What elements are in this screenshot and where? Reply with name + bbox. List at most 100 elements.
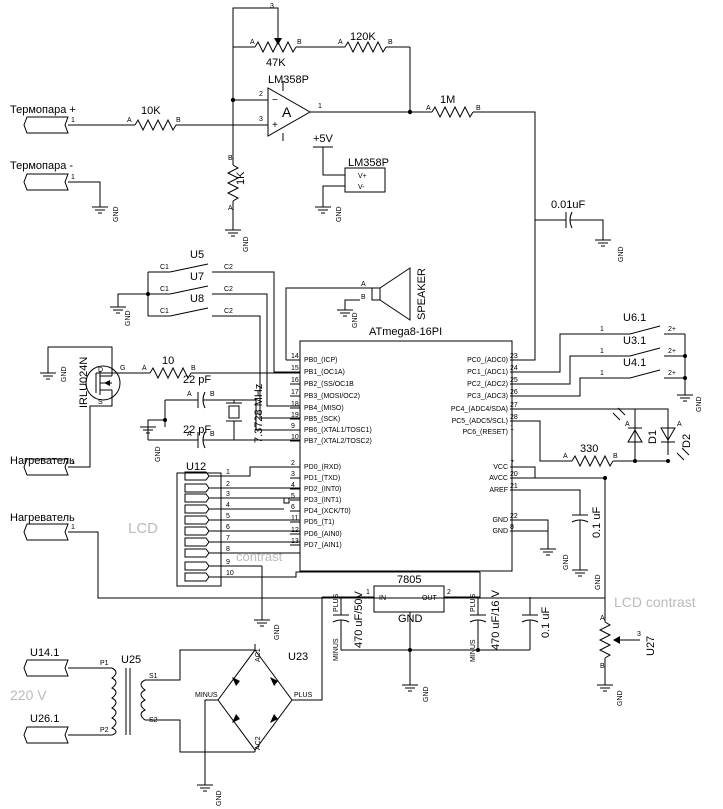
mcu-pin-name: PD0_(RXD)	[304, 464, 341, 471]
thermo-minus-label: Термопара -	[10, 160, 73, 172]
svg-text:B: B	[613, 453, 618, 460]
lcd-pin-num: 3	[226, 491, 230, 498]
svg-text:P1: P1	[100, 660, 109, 667]
lcd-contrast-watermark: LCD contrast	[614, 594, 696, 610]
svg-text:1: 1	[600, 370, 604, 377]
mcu-pin-name: PC0_(ADC0)	[467, 357, 508, 364]
heater1-connector: Нагреватель 1	[10, 455, 75, 476]
resistor-1m: A B 1M	[426, 94, 536, 361]
svg-text:IN: IN	[379, 595, 386, 602]
mcu-pin-num: 22	[510, 513, 518, 520]
svg-text:D: D	[98, 367, 103, 374]
mcu-pin-num: 7	[510, 460, 514, 467]
d2-label: D2	[681, 434, 693, 448]
lcd-pin-slot	[184, 504, 210, 514]
d1-label: D1	[647, 430, 659, 444]
lcd-pin-num: 1	[226, 469, 230, 476]
svg-text:GND: GND	[352, 312, 359, 328]
mcu-pin-num: 26	[510, 389, 518, 396]
svg-text:GND: GND	[243, 236, 250, 252]
svg-text:P2: P2	[100, 727, 109, 734]
mcu-pin-num: 6	[291, 504, 295, 511]
svg-text:A: A	[677, 421, 682, 428]
mcu-pin-name: PB2_(SS/OC1B	[304, 381, 354, 388]
svg-text:C1: C1	[160, 308, 169, 315]
crystal-label: 7.3728 MHz	[253, 384, 265, 443]
u14-label: U14.1	[30, 647, 59, 659]
mcu-pin-num: 27	[510, 402, 518, 409]
svg-text:GND: GND	[595, 574, 602, 590]
mcu-atmega8: ATmega8-16PI	[286, 326, 513, 572]
mains-watermark: 220 V	[10, 687, 47, 703]
mcu-pin-name: PD4_(XCK/T0)	[304, 508, 351, 515]
mcu-pin-num: 4	[291, 482, 295, 489]
svg-text:GND: GND	[113, 206, 120, 222]
buttons-right: U6.1 U3.1 U4.1 1 2+ 1 2+ 1 2+ GND	[510, 312, 703, 412]
mcu-pin-name: GND	[492, 528, 508, 535]
led-section: A B 330 D1 D2 A A	[510, 407, 693, 468]
lcd-pin-num: 10	[226, 570, 234, 577]
lcd-pin-num: 6	[226, 524, 230, 531]
svg-text:2: 2	[447, 589, 451, 596]
mcu-pin-name: PD7_(AIN1)	[304, 542, 342, 549]
lcd-pin-slot	[184, 515, 210, 525]
svg-text:1: 1	[366, 589, 370, 596]
mcu-pin-num: 23	[510, 353, 518, 360]
svg-text:A: A	[338, 39, 343, 46]
svg-text:B: B	[297, 39, 302, 46]
svg-text:1: 1	[600, 326, 604, 333]
svg-text:1: 1	[318, 103, 322, 110]
speaker-label: SPEAKER	[416, 268, 428, 320]
svg-text:PLUS: PLUS	[333, 593, 340, 612]
mcu-pin-num: 14	[291, 353, 299, 360]
mcu-pin-name: PC5_(ADC5/SCL)	[452, 418, 508, 425]
svg-text:C1: C1	[160, 264, 169, 271]
svg-text:A: A	[187, 431, 192, 438]
opamp-label: LM358P	[268, 74, 309, 86]
svg-text:3: 3	[637, 631, 641, 638]
svg-text:2: 2	[259, 91, 263, 98]
svg-text:GND: GND	[336, 206, 343, 222]
mcu-pin-name: PD1_(TXD)	[304, 475, 340, 482]
mcu-pin-name: PB1_(OC1A)	[304, 369, 345, 376]
r-1m-label: 1M	[440, 94, 455, 106]
svg-text:1: 1	[71, 117, 75, 124]
mcu-pin-num: 8	[510, 524, 514, 531]
mcu-pin-num: 9	[291, 423, 295, 430]
heater1-label: Нагреватель	[10, 455, 75, 467]
bridge-rectifier-u23: U23 AC1 AC2 PLUS MINUS GND	[195, 597, 323, 806]
contrast-pot-u27: LCD contrast 3 A B U27 GND	[597, 594, 696, 706]
u26-label: U26.1	[30, 713, 59, 725]
mcu-pin-num: 18	[291, 401, 299, 408]
mcu-power-wiring: 0.1 uF GND GND	[510, 466, 607, 598]
mcu-pin-name: GND	[492, 517, 508, 524]
mcu-pin-num: 3	[291, 471, 295, 478]
mcu-pin-num: 16	[291, 377, 299, 384]
mcu-pin-num: 2	[291, 460, 295, 467]
svg-text:2+: 2+	[668, 370, 676, 377]
lcd-wiring: GND	[236, 466, 480, 640]
svg-text:GND: GND	[125, 310, 132, 326]
svg-text:B: B	[600, 663, 605, 670]
r-1k-label: 1K	[235, 171, 247, 185]
mcu-pin-name: PD6_(AIN0)	[304, 531, 342, 538]
svg-text:S: S	[98, 399, 103, 406]
u23-label: U23	[288, 651, 308, 663]
mcu-pin-num: 17	[291, 389, 299, 396]
svg-text:1: 1	[600, 348, 604, 355]
mcu-pin-num: 1	[510, 425, 514, 432]
thermocouple-minus: Термопара - 1 GND	[10, 160, 120, 222]
mcu-pin-num: 24	[510, 365, 518, 372]
speaker: GND A B SPEAKER	[285, 267, 428, 360]
r-120k-label: 120K	[350, 31, 376, 43]
svg-text:A: A	[600, 615, 605, 622]
lcd-pin-num: 7	[226, 535, 230, 542]
svg-text:GND: GND	[617, 690, 624, 706]
svg-text:V-: V-	[358, 184, 365, 191]
svg-text:GND: GND	[563, 554, 570, 570]
opamp-lm358: A LM358P − + 2 3 1	[230, 74, 432, 141]
mcu-pin-name: PB7_(XTAL2/TOSC2)	[304, 438, 372, 445]
lcd-pin-num: 4	[226, 502, 230, 509]
heater2-label: Нагреватель	[10, 512, 75, 524]
